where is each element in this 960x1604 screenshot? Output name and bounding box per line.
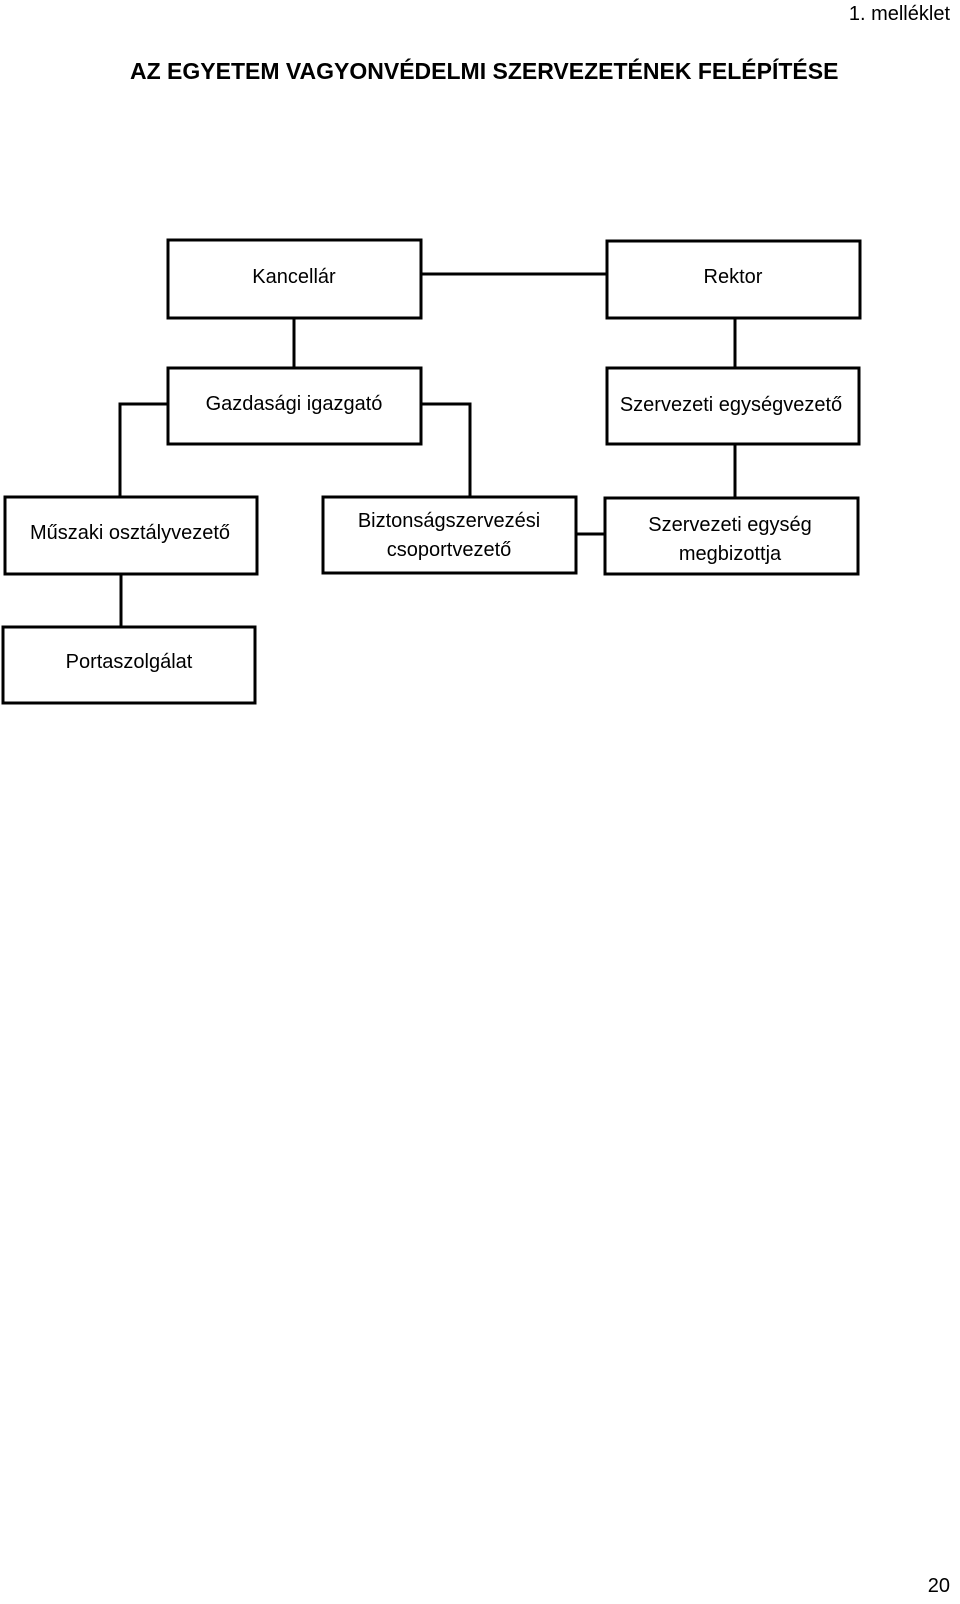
node-biztonsag-label-line2: csoportvezető [387, 539, 512, 561]
node-szervezeti-egyseg-megbizottja: Szervezeti egység megbizottja [603, 496, 860, 576]
node-kancellar-label: Kancellár [252, 266, 336, 288]
node-muszaki-osztalyvezeto: Műszaki osztályvezető [3, 495, 259, 576]
node-megbizott-label-line1: Szervezeti egység [648, 514, 811, 536]
connector-gazdasagi-biztonsag [421, 402, 472, 497]
node-gazdasagi-label: Gazdasági igazgató [206, 393, 383, 415]
node-szervezeti-egysegvezeto: Szervezeti egységvezető [605, 366, 861, 446]
annex-label: 1. melléklet [848, 3, 950, 25]
node-porta-label: Portaszolgálat [66, 651, 193, 673]
node-rektor-label: Rektor [704, 266, 763, 288]
node-gazdasagi-igazgato: Gazdasági igazgató [166, 366, 423, 446]
node-szervezeti-vezeto-label: Szervezeti egységvezető [620, 394, 842, 416]
node-rektor: Rektor [605, 239, 862, 320]
node-portaszolgalat: Portaszolgálat [1, 625, 257, 705]
page-title: AZ EGYETEM VAGYONVÉDELMI SZERVEZETÉNEK F… [130, 58, 839, 84]
node-biztonsagszervezesi-csoportvezeto: Biztonságszervezési csoportvezető [321, 495, 578, 575]
node-muszaki-label: Műszaki osztályvezető [30, 522, 230, 544]
org-chart: Kancellár Rektor Gazdasági igazgató Szer… [1, 238, 862, 705]
node-megbizott-label-line2: megbizottja [679, 543, 782, 565]
node-kancellar: Kancellár [166, 238, 423, 320]
page-number: 20 [927, 1575, 950, 1597]
node-biztonsag-label-line1: Biztonságszervezési [358, 510, 540, 532]
connector-gazdasagi-muszaki [118, 402, 168, 497]
